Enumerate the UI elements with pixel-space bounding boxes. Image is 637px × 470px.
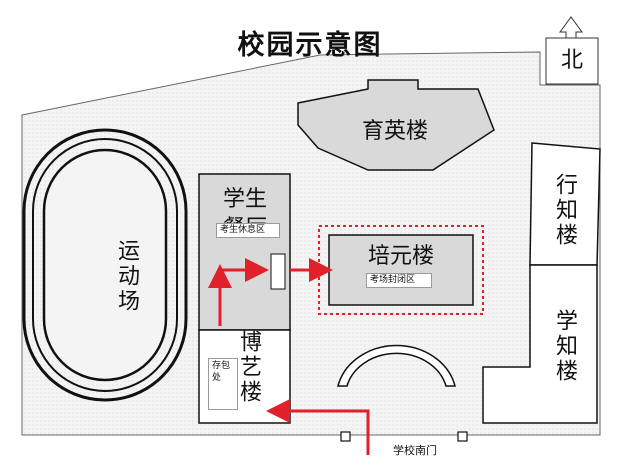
- peiyuan-label: 培元楼: [367, 244, 434, 269]
- exam-zone-label: 考场封闭区: [366, 273, 432, 288]
- route-gate-to-storage: [266, 399, 370, 455]
- arch-structure: [337, 344, 456, 387]
- sports-field: [22, 128, 188, 402]
- north-label: 北: [560, 48, 583, 73]
- north-marker: [545, 16, 599, 85]
- track-label: 运动场: [114, 238, 139, 314]
- yuying-label: 育英楼: [361, 119, 428, 144]
- gate-post-left: [340, 431, 351, 442]
- storage-label: 存包处: [208, 358, 238, 410]
- route-arrows: [208, 258, 370, 455]
- xuezhi-building: [482, 264, 598, 424]
- map-title: 校园示意图: [237, 30, 383, 61]
- south-gate-label: 学校南门: [393, 444, 437, 457]
- xuezhi-label: 学知楼: [552, 308, 577, 384]
- boyi-label: 博艺楼: [236, 329, 261, 405]
- connector-door: [270, 253, 286, 290]
- rest-area-label: 考生休息区: [216, 223, 280, 238]
- xingzhi-label: 行知楼: [552, 172, 577, 248]
- gate-post-right: [457, 431, 468, 442]
- north-arrow-icon: [559, 16, 583, 39]
- yuying-building: [297, 79, 495, 171]
- student-center-building: [198, 173, 291, 331]
